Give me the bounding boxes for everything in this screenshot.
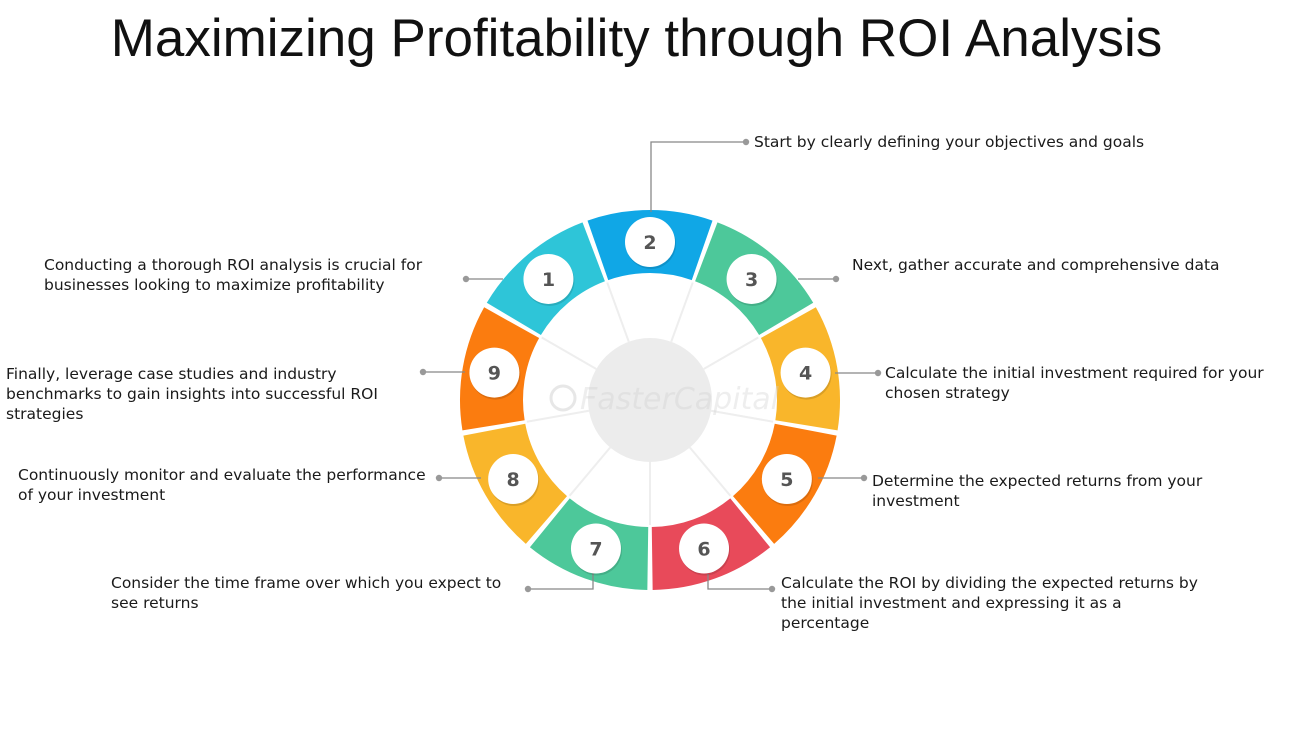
connector-dot-7	[524, 585, 532, 593]
step-number-3: 3	[745, 269, 758, 291]
step-badge-8	[488, 454, 539, 504]
step-label-5: Determine the expected returns from your…	[872, 472, 1203, 510]
step-badge-7	[570, 523, 621, 574]
step-badge-4	[780, 347, 831, 398]
step-label-2: Start by clearly defining your objective…	[754, 133, 1145, 151]
spoke-line-2	[606, 282, 630, 343]
connector-line-2	[650, 141, 746, 212]
spoke-line-4	[703, 336, 759, 370]
step-badge-1	[523, 253, 574, 304]
step-label-8: Continuously monitor and evaluate the pe…	[18, 466, 426, 504]
step-number-6: 6	[697, 538, 710, 560]
step-label-4: Calculate the initial investment require…	[885, 364, 1264, 402]
spoke-line-8	[568, 446, 611, 497]
step-label-3: Next, gather accurate and comprehensive …	[852, 256, 1220, 274]
spoke-line-9	[526, 409, 590, 423]
watermark-icon	[549, 384, 577, 412]
step-number-4: 4	[799, 363, 812, 385]
step-label-6: Calculate the ROI by dividing the expect…	[781, 574, 1198, 632]
connector-dot-2	[742, 138, 750, 146]
connector-dot-3	[832, 275, 840, 283]
step-number-8: 8	[507, 469, 520, 491]
spoke-line-3	[670, 282, 694, 343]
spoke-line-6	[689, 446, 732, 497]
step-badge-2	[625, 217, 675, 267]
step-badges: 1 2 3 4 5 6 7 8 9	[469, 217, 832, 576]
step-badge-3	[726, 253, 777, 304]
spoke-line-5	[710, 409, 774, 423]
connector-dot-8	[435, 474, 443, 482]
inner-spokes	[526, 282, 774, 525]
connector-dot-4	[874, 369, 882, 377]
step-number-2: 2	[643, 232, 656, 254]
step-label-1: Conducting a thorough ROI analysis is cr…	[44, 256, 423, 294]
step-label-7: Consider the time frame over which you e…	[111, 574, 502, 612]
step-number-1: 1	[542, 269, 555, 291]
spoke-line-1	[541, 336, 597, 370]
step-number-7: 7	[589, 538, 602, 560]
step-number-5: 5	[780, 469, 793, 491]
watermark-text: FasterCapital	[580, 382, 780, 417]
step-badge-5	[761, 454, 812, 504]
center-disc	[588, 338, 712, 462]
step-badge-9	[469, 347, 520, 398]
connector-dot-1	[462, 275, 470, 283]
watermark-logo: FasterCapital	[549, 382, 780, 417]
step-label-9: Finally, leverage case studies and indus…	[6, 365, 378, 423]
page-title: Maximizing Profitability through ROI Ana…	[110, 9, 1163, 68]
step-number-9: 9	[488, 363, 501, 385]
step-badge-6	[679, 523, 730, 574]
connector-line-6	[707, 574, 772, 590]
connector-dot-6	[768, 585, 776, 593]
connector-dot-9	[419, 368, 427, 376]
connector-dot-5	[860, 474, 868, 482]
